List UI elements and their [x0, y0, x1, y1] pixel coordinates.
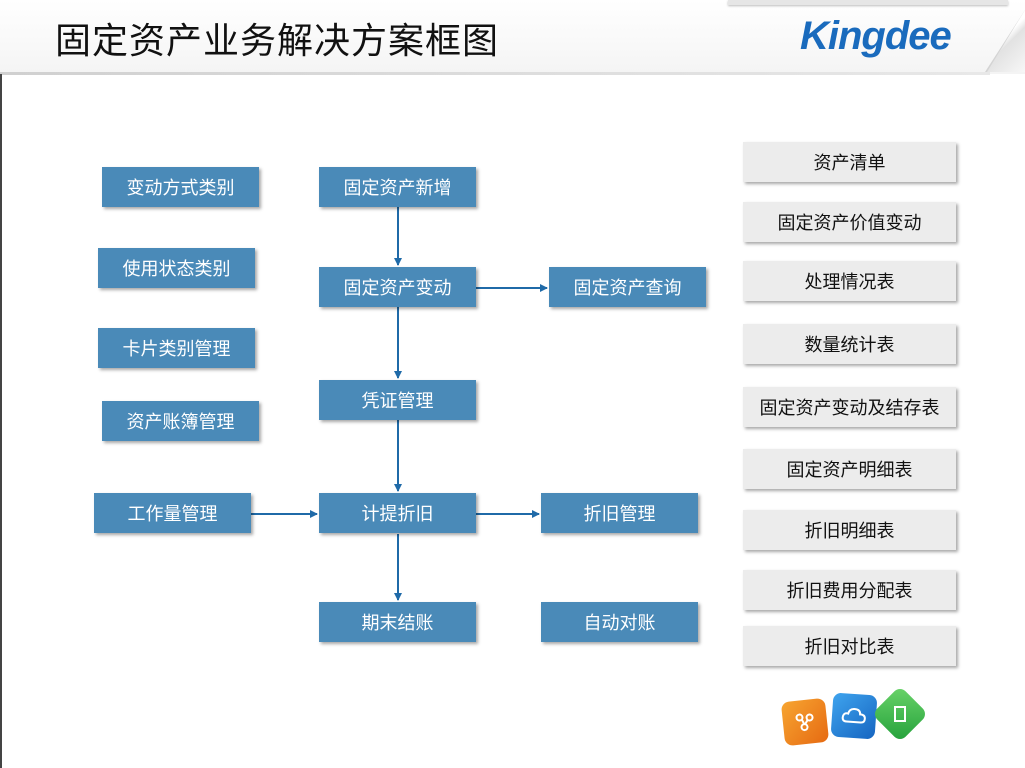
report-quantity-statistics: 数量统计表	[743, 324, 956, 364]
top-decor-strip	[728, 0, 1008, 5]
blue-cloud-cube-icon	[830, 692, 878, 740]
box-accrue-depreciation: 计提折旧	[319, 493, 476, 533]
box-fixed-asset-change: 固定资产变动	[319, 267, 476, 307]
box-voucher-management: 凭证管理	[319, 380, 476, 420]
header-band	[0, 0, 1025, 74]
left-border-line	[0, 74, 2, 768]
report-asset-list: 资产清单	[743, 142, 956, 182]
box-asset-ledger-management: 资产账簿管理	[102, 401, 259, 441]
box-period-end-closing: 期末结账	[319, 602, 476, 642]
orange-network-cube-icon	[780, 697, 830, 747]
box-fixed-asset-query: 固定资产查询	[549, 267, 706, 307]
report-depreciation-comparison: 折旧对比表	[743, 626, 956, 666]
page-title: 固定资产业务解决方案框图	[55, 21, 500, 62]
box-auto-reconciliation: 自动对账	[541, 602, 698, 642]
box-card-category-management: 卡片类别管理	[98, 328, 255, 368]
box-workload-management: 工作量管理	[94, 493, 251, 533]
report-change-and-balance: 固定资产变动及结存表	[743, 387, 956, 427]
report-asset-detail: 固定资产明细表	[743, 449, 956, 489]
green-document-cube-icon	[871, 685, 929, 743]
header-divider	[0, 72, 990, 75]
box-change-type-category: 变动方式类别	[102, 167, 259, 207]
report-processing-status: 处理情况表	[743, 261, 956, 301]
report-depreciation-detail: 折旧明细表	[743, 510, 956, 550]
box-usage-status-category: 使用状态类别	[98, 248, 255, 288]
report-asset-value-change: 固定资产价值变动	[743, 202, 956, 242]
kingdee-logo: Kingdee	[800, 14, 952, 58]
box-depreciation-management: 折旧管理	[541, 493, 698, 533]
report-depreciation-allocation: 折旧费用分配表	[743, 570, 956, 610]
box-fixed-asset-addition: 固定资产新增	[319, 167, 476, 207]
